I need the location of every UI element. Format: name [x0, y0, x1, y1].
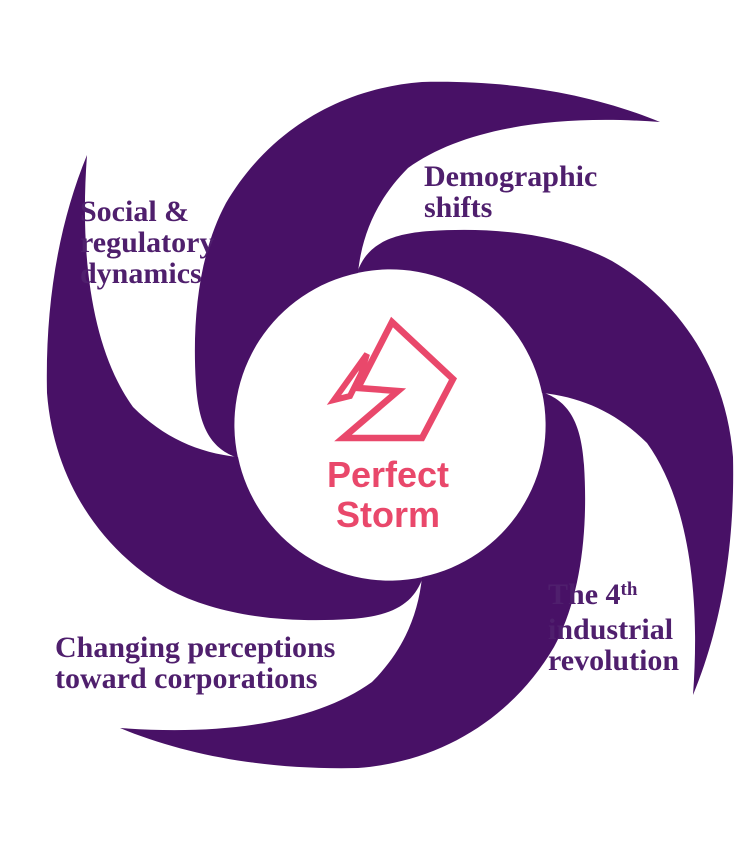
label-line: Demographic: [424, 160, 598, 193]
label-line: The 4th: [548, 579, 679, 614]
label-fourth-industrial-revolution: The 4th industrial revolution: [548, 579, 679, 676]
label-changing-perceptions: Changing perceptions toward corporations: [55, 632, 335, 694]
label-line: toward corporations: [55, 662, 318, 695]
center-circle: [236, 271, 544, 579]
label-line-text: The 4: [548, 578, 621, 611]
lightning-diamond-outline: [334, 316, 458, 442]
center-title: Perfect Storm: [288, 455, 488, 535]
label-line: Social &: [80, 195, 190, 228]
center-title-line1: Perfect: [326, 454, 450, 495]
lightning-spike-outline: [326, 352, 370, 405]
label-superscript: th: [620, 579, 638, 600]
label-line: shifts: [424, 191, 493, 224]
label-line: dynamics: [80, 257, 202, 290]
label-line: industrial: [548, 613, 674, 646]
label-line: Changing perceptions: [55, 631, 336, 664]
label-line: revolution: [548, 644, 680, 677]
label-demographic-shifts: Demographic shifts: [424, 161, 597, 223]
lightning-bolt-icon: [326, 316, 458, 442]
label-line: regulatory: [80, 226, 215, 259]
center-title-line2: Storm: [335, 494, 440, 535]
label-social-regulatory-dynamics: Social & regulatory dynamics: [80, 196, 214, 289]
